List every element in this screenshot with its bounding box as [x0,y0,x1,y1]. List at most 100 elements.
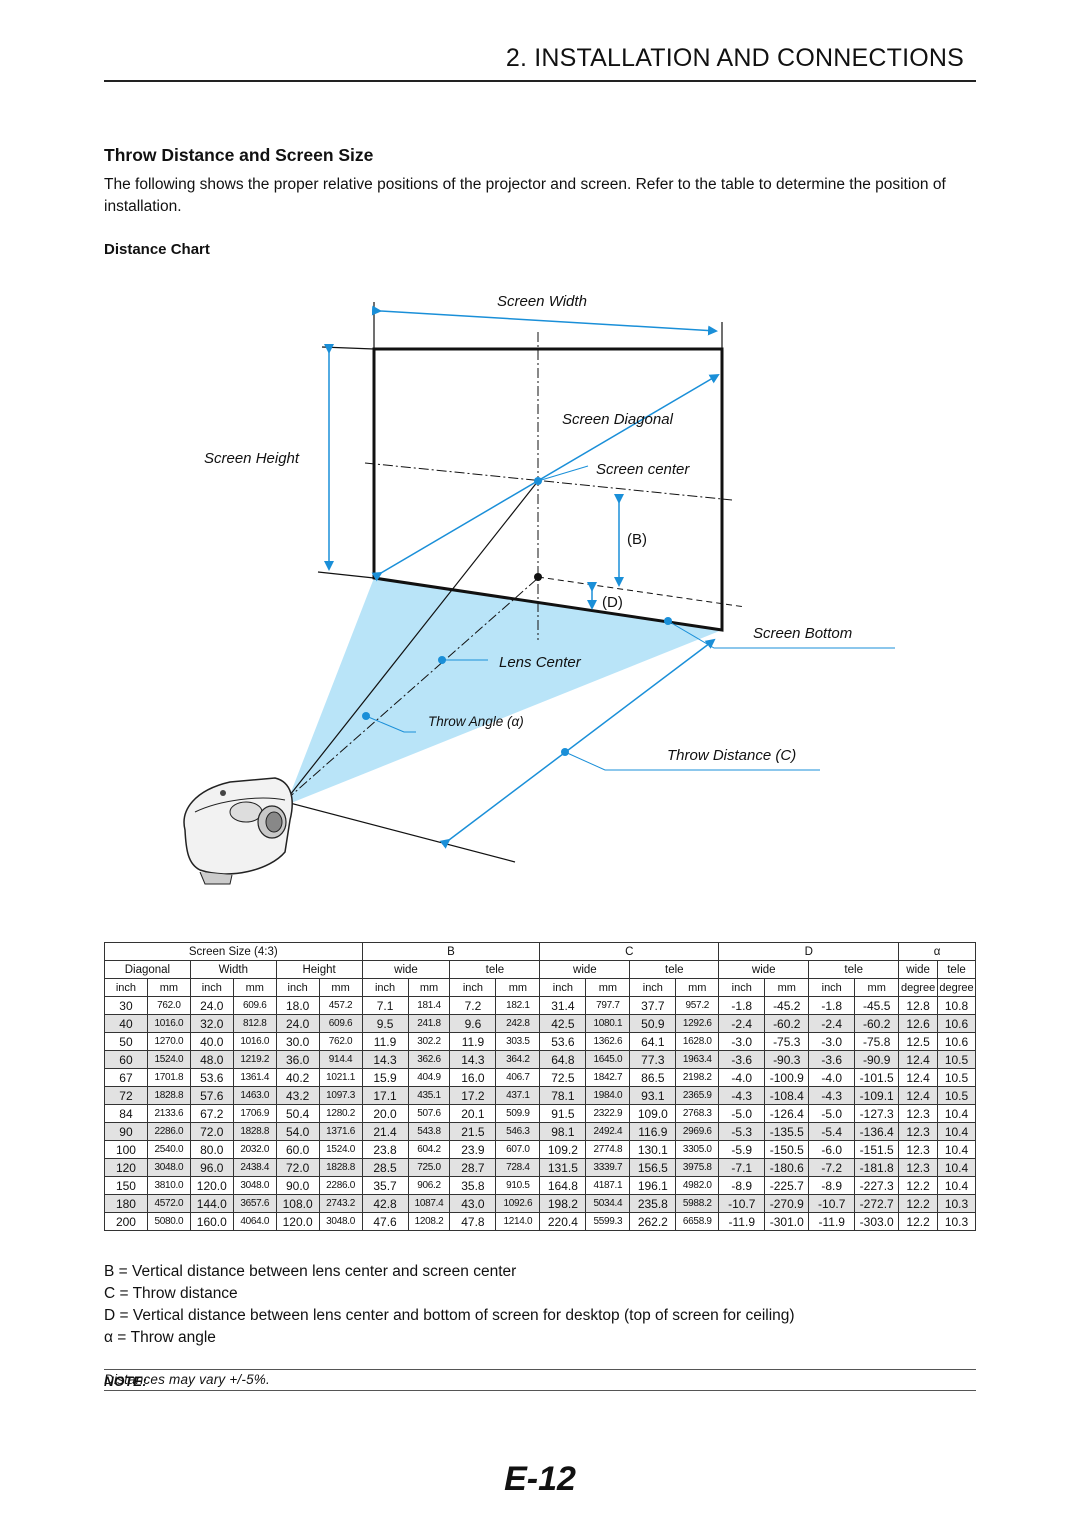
table-unit-header: inch [189,978,234,997]
table-cell: 2969.6 [675,1122,720,1141]
table-cell: 12.8 [898,996,939,1015]
table-cell: 509.9 [495,1104,541,1123]
table-cell: -109.1 [854,1086,900,1105]
table-cell: 21.5 [449,1122,497,1141]
table-cell: 196.1 [629,1176,677,1195]
table-sub-header: Diagonal [104,960,191,979]
table-cell: -4.0 [808,1068,856,1087]
table-cell: 5988.2 [675,1194,720,1213]
table-cell: 12.2 [898,1176,939,1195]
table-cell: 72.5 [539,1068,587,1087]
throw-distance-diagram: Screen Width Screen Diagonal Screen Heig… [183,293,895,885]
label-screen-width: Screen Width [497,293,587,310]
table-cell: -8.9 [808,1176,856,1195]
table-cell: 67.2 [189,1104,234,1123]
table-cell: -4.3 [718,1086,766,1105]
table-unit-header: mm [495,978,541,997]
table-cell: 609.6 [318,1014,363,1033]
table-cell: 28.5 [361,1158,409,1177]
table-cell: -227.3 [854,1176,900,1195]
table-cell: 144.0 [189,1194,234,1213]
table-cell: -150.5 [764,1140,810,1159]
table-cell: 30 [104,996,148,1015]
table-cell: 1524.0 [318,1140,363,1159]
table-cell: 64.1 [629,1032,677,1051]
table-cell: 2032.0 [232,1140,277,1159]
table-cell: -301.0 [764,1212,810,1231]
table-cell: 1524.0 [146,1050,191,1069]
table-cell: -225.7 [764,1176,810,1195]
table-cell: 1021.1 [318,1068,363,1087]
table-cell: 1280.2 [318,1104,363,1123]
table-cell: 12.2 [898,1194,939,1213]
table-cell: 60 [104,1050,148,1069]
note-body: Distances may vary +/-5%. [104,1372,270,1387]
table-cell: -3.0 [718,1032,766,1051]
table-cell: -101.5 [854,1068,900,1087]
table-cell: 40 [104,1014,148,1033]
table-cell: 3048.0 [232,1176,277,1195]
label-throw-angle: Throw Angle (α) [428,714,524,729]
table-cell: 1292.6 [675,1014,720,1033]
table-cell: 72 [104,1086,148,1105]
table-unit-header: inch [539,978,587,997]
table-cell: 120 [104,1158,148,1177]
table-cell: 23.9 [449,1140,497,1159]
table-cell: 20.1 [449,1104,497,1123]
legend: B = Vertical distance between lens cente… [104,1261,795,1349]
table-cell: -1.8 [718,996,766,1015]
table-cell: 120.0 [189,1176,234,1195]
table-sub-header: tele [449,960,541,979]
table-cell: 12.3 [898,1104,939,1123]
table-unit-header: inch [275,978,320,997]
table-cell: 2365.9 [675,1086,720,1105]
table-cell: 12.2 [898,1212,939,1231]
table-cell: 1963.4 [675,1050,720,1069]
table-group-header: D [718,942,900,961]
note-text: NOTE: Distances may vary +/-5%. [104,1372,270,1389]
table-cell: -3.6 [718,1050,766,1069]
table-cell: 109.0 [629,1104,677,1123]
table-unit-header: inch [629,978,677,997]
table-cell: 181.4 [407,996,451,1015]
table-cell: 1463.0 [232,1086,277,1105]
table-cell: 3048.0 [318,1212,363,1231]
table-group-header: B [361,942,541,961]
table-cell: -100.9 [764,1068,810,1087]
table-cell: 7.2 [449,996,497,1015]
label-d: (D) [602,594,623,611]
label-throw-distance: Throw Distance (C) [667,747,796,764]
table-cell: -135.5 [764,1122,810,1141]
table-cell: 11.9 [449,1032,497,1051]
table-cell: 10.4 [937,1122,976,1141]
table-cell: -2.4 [808,1014,856,1033]
table-cell: 1828.8 [232,1122,277,1141]
table-cell: 96.0 [189,1158,234,1177]
table-cell: 47.8 [449,1212,497,1231]
projector-image [183,777,293,885]
table-cell: 10.3 [937,1194,976,1213]
table-cell: 364.2 [495,1050,541,1069]
table-cell: 2540.0 [146,1140,191,1159]
table-cell: 3657.6 [232,1194,277,1213]
table-cell: 404.9 [407,1068,451,1087]
table-cell: 160.0 [189,1212,234,1231]
table-cell: 10.5 [937,1050,976,1069]
legend-c: C = Throw distance [104,1285,238,1302]
table-cell: 14.3 [449,1050,497,1069]
table-cell: 131.5 [539,1158,587,1177]
table-cell: 90 [104,1122,148,1141]
table-cell: 1016.0 [232,1032,277,1051]
table-unit-header: degree [937,978,976,997]
screen-width-arrow [371,305,718,336]
table-group-header: Screen Size (4:3) [104,942,363,961]
table-cell: 457.2 [318,996,363,1015]
table-cell: -60.2 [854,1014,900,1033]
table-cell: -6.0 [808,1140,856,1159]
table-cell: 12.5 [898,1032,939,1051]
table-cell: 150 [104,1176,148,1195]
